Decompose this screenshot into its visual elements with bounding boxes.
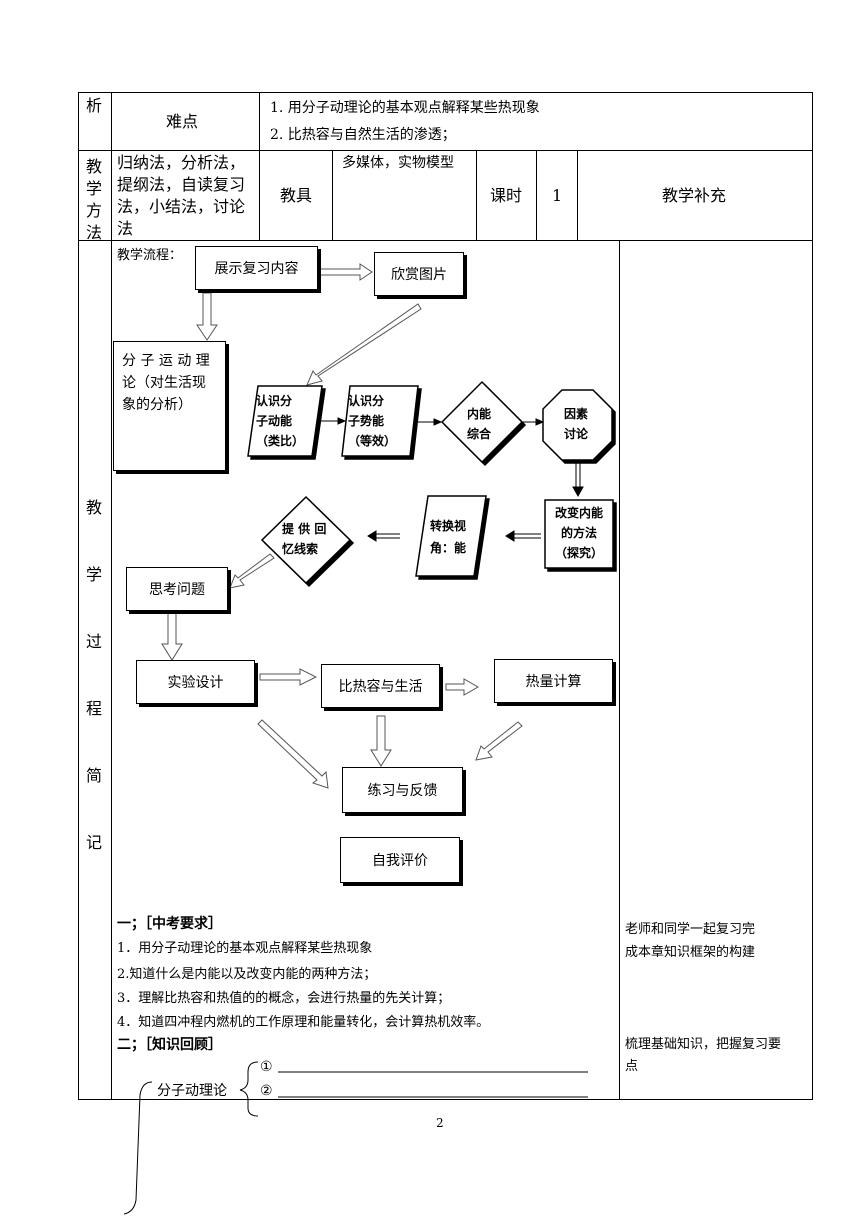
blank-2-marker: ② — [260, 1083, 273, 1099]
node-factors: 因素 讨论 — [564, 407, 589, 441]
node-clues: 提 供 回 忆线索 — [282, 522, 327, 556]
node-experiment: 实验设计 — [136, 660, 255, 704]
node-show-review: 展示复习内容 — [195, 246, 318, 290]
blank-1-marker: ① — [260, 1059, 273, 1075]
period-value: 1 — [552, 186, 563, 205]
flow-title: 教学流程： — [117, 248, 183, 263]
page-number: 2 — [436, 1116, 444, 1130]
node-perspective: 转换视 角：能 — [430, 519, 467, 555]
tools-value: 多媒体，实物模型 — [342, 155, 454, 171]
node-molecular-theory: 分 子 运 动 理 论（对生活现 象的分析） — [113, 341, 226, 471]
tools-label: 教具 — [280, 186, 313, 205]
molecular-theory-label: 分子动理论 — [157, 1083, 227, 1099]
node-heat-calc: 热量计算 — [494, 659, 613, 703]
node-kinetic: 认识分 子动能 （类比） — [256, 394, 305, 448]
node-specific-heat: 比热容与生活 — [321, 664, 440, 708]
node-enjoy-pictures: 欣赏图片 — [374, 252, 464, 296]
section1-title: 一；［中考要求］ — [117, 916, 222, 932]
node-self-eval: 自我评价 — [340, 837, 460, 883]
node-potential: 认识分 子势能 （等效） — [348, 394, 397, 448]
difficulty-item-1: 1. 用分子动理论的基本观点解释某些热现象 — [270, 100, 540, 116]
node-practice: 练习与反馈 — [342, 767, 463, 813]
supplement-label: 教学补充 — [662, 186, 727, 205]
node-internal-energy: 内能 综合 — [467, 407, 492, 441]
period-label: 课时 — [490, 186, 523, 205]
req-item-4: 4．知道四冲程内燃机的工作原理和能量转化，会计算热机效率。 — [117, 1015, 490, 1030]
node-think: 思考问题 — [126, 567, 228, 611]
section2-title: 二；［知识回顾］ — [117, 1037, 222, 1053]
row1-left-char: 析 — [86, 96, 103, 115]
difficulty-item-2: 2. 比热容与自然生活的渗透； — [270, 127, 456, 143]
req-item-2: 2.知道什么是内能以及改变内能的两种方法； — [117, 967, 377, 982]
req-item-1: 1．用分子动理论的基本观点解释某些热现象 — [117, 941, 373, 956]
difficulty-label: 难点 — [166, 112, 199, 131]
req-item-3: 3．理解比热容和热值的的概念，会进行热量的先关计算； — [117, 991, 451, 1006]
node-change-method: 改变内能 的方法 （探究） — [554, 506, 603, 560]
